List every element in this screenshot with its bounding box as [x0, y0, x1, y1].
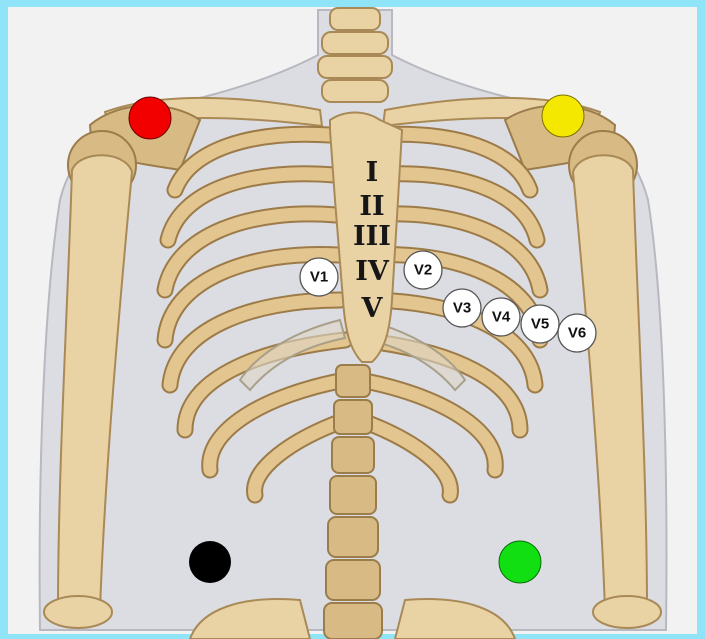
- roman-label-4: IV: [355, 256, 390, 287]
- roman-label-2: II: [359, 191, 384, 222]
- roman-label-1: I: [366, 157, 379, 188]
- lead-v1: V1: [300, 258, 338, 296]
- lead-v5: V5: [521, 305, 559, 343]
- lead-v2-label: V2: [414, 262, 432, 279]
- lead-v1-label: V1: [310, 269, 328, 286]
- cervical-spine: [318, 8, 392, 102]
- lead-v6-label: V6: [568, 325, 586, 342]
- lead-v2: V2: [404, 251, 442, 289]
- lead-v4: V4: [482, 298, 520, 336]
- lead-v5-label: V5: [531, 316, 549, 333]
- red-electrode: [129, 97, 171, 139]
- lead-v4-label: V4: [492, 309, 511, 326]
- roman-label-3: III: [353, 221, 391, 252]
- green-electrode: [499, 541, 541, 583]
- roman-label-5: V: [361, 293, 384, 324]
- lead-v3: V3: [443, 289, 481, 327]
- lead-v6: V6: [558, 314, 596, 352]
- yellow-electrode: [542, 95, 584, 137]
- lead-v3-label: V3: [453, 300, 471, 317]
- black-electrode: [189, 541, 231, 583]
